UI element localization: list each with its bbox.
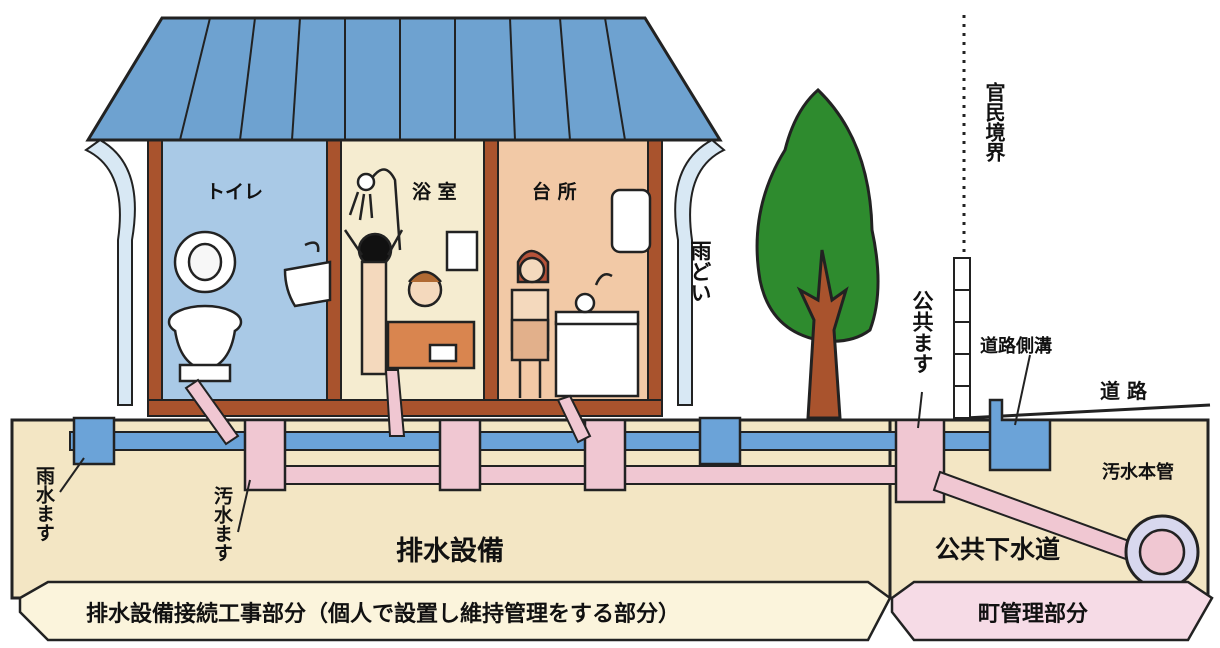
section-drainage: 排水設備 [396,535,504,567]
pillar [483,137,499,411]
leader-line [59,457,85,493]
kitchen-sink [554,273,640,398]
road-surface [964,403,1211,420]
label-public-basin: 公共ます [910,290,934,374]
water-heater [610,188,652,254]
rain-basin [72,416,116,466]
left-downspout [84,138,136,406]
mirror [445,230,479,272]
toilet-drain [184,378,240,446]
banner-private-text: 排水設備接続工事部分（個人で設置し維持管理をする部分） [86,601,680,627]
bathing-person [343,229,404,376]
cook-woman [510,249,550,398]
label-boundary: 官民境界 [982,81,1006,163]
label-rain-basin: 雨水ます [33,466,55,542]
sewage-basins [243,418,627,492]
road-ditch-basin [988,398,1052,472]
leader-line [237,479,251,533]
label-sewage-basin: 汚水ます [211,486,233,562]
label-road: 道 路 [1100,379,1148,403]
wash-basin [283,241,332,308]
rain-pipe [69,431,1011,451]
room-label-toilet: トイレ [206,181,263,203]
room-label-kitchen: 台 所 [532,180,577,203]
section-public-sewer: 公共下水道 [935,535,1060,564]
roof-ribs [179,17,626,141]
child-in-tub [386,270,476,370]
rain-basin [698,416,742,466]
pillar [147,137,163,411]
leader-line [917,391,923,429]
boundary-wall [953,257,971,419]
tree [755,87,880,420]
shower-head [348,168,402,251]
private-banner [18,580,892,642]
toilet-fixture [167,230,243,383]
bath-drain [384,369,406,437]
kitchen-drain [556,394,592,444]
town-banner [890,580,1214,642]
label-sewer-main: 汚水本管 [1102,461,1174,483]
right-downspout [674,138,726,406]
label-road-ditch: 道路側溝 [980,335,1052,357]
floor-beam [147,399,663,417]
roof [85,16,723,142]
banner-town-text: 町管理部分 [978,601,1088,627]
pillar [647,137,663,411]
room-label-bath: 浴 室 [412,180,457,203]
leader-line [1014,354,1031,426]
sewage-pipe [244,465,906,485]
sewer-main-inner [1138,528,1186,576]
label-rain-gutter: 雨どい [688,240,712,303]
